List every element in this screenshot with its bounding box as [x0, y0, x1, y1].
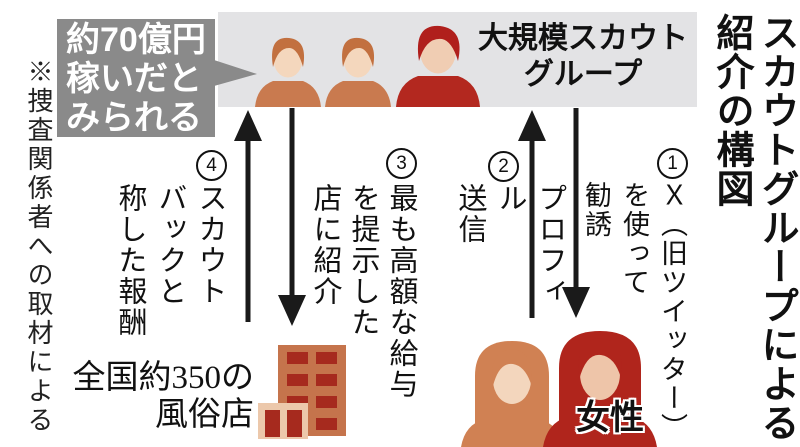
- women-label: 女性: [576, 399, 644, 437]
- step3-col1: 最も高額な給与: [385, 183, 417, 400]
- page-title-col2: 紹介の構図: [710, 13, 752, 208]
- scout-leader-icon: [396, 25, 480, 107]
- scout-person-icon: [255, 37, 321, 107]
- step4-col1: スカウト: [194, 183, 226, 307]
- scout-group-label-line1: 大規模スカウト: [478, 22, 688, 55]
- earnings-line1: 約70億円: [66, 21, 206, 59]
- page-title: スカウトグループによる 紹介の構図: [708, 13, 798, 447]
- step1-number: 1: [657, 148, 688, 179]
- shops-label: 全国約350の 風俗店: [48, 360, 255, 434]
- women-icon: [461, 331, 657, 447]
- arrow-step4-up: [234, 110, 262, 322]
- page-title-col1: スカウトグループによる: [755, 13, 797, 442]
- step1-label: Ｘ（旧ツイッター） を使って 勧誘: [577, 181, 691, 447]
- step1-col2: を使って: [619, 181, 649, 297]
- earnings-line2: 稼いだと: [66, 60, 202, 98]
- step3-number: 3: [386, 148, 417, 179]
- bubble-tail-icon: [214, 60, 257, 86]
- shops-label-line1: 全国約350の: [72, 360, 255, 396]
- step4-col2: バックと: [154, 183, 186, 307]
- step3-col3: 店に紹介: [309, 183, 341, 307]
- step4-number: 4: [196, 150, 227, 181]
- step1-col1: Ｘ（旧ツイッター）: [657, 181, 687, 442]
- step2-col1: プロフィル: [494, 183, 566, 307]
- source-note: ※捜査関係者への取材による: [24, 58, 53, 435]
- step2-number: 2: [488, 151, 519, 182]
- building-icon: [258, 345, 346, 439]
- step2-col2: 送信: [454, 183, 486, 245]
- step4-label: スカウト バックと 称した報酬: [110, 183, 230, 358]
- arrow-step3-down: [278, 108, 306, 326]
- shops-label-line2: 風俗店: [155, 397, 254, 433]
- step4-col3: 称した報酬: [114, 183, 146, 338]
- earnings-line3: みられる: [66, 99, 202, 137]
- scout-person-icon: [325, 37, 391, 107]
- step3-col2: を提示した: [347, 183, 379, 338]
- step1-col3: 勧誘: [581, 181, 611, 239]
- step2-label: プロフィル 送信: [450, 183, 570, 333]
- scout-group-label: 大規模スカウト グループ: [468, 21, 698, 93]
- earnings-bubble: 約70億円 稼いだと みられる: [57, 19, 215, 137]
- step3-label: 最も高額な給与 を提示した 店に紹介: [306, 183, 420, 418]
- scout-group-label-line2: グループ: [523, 58, 643, 91]
